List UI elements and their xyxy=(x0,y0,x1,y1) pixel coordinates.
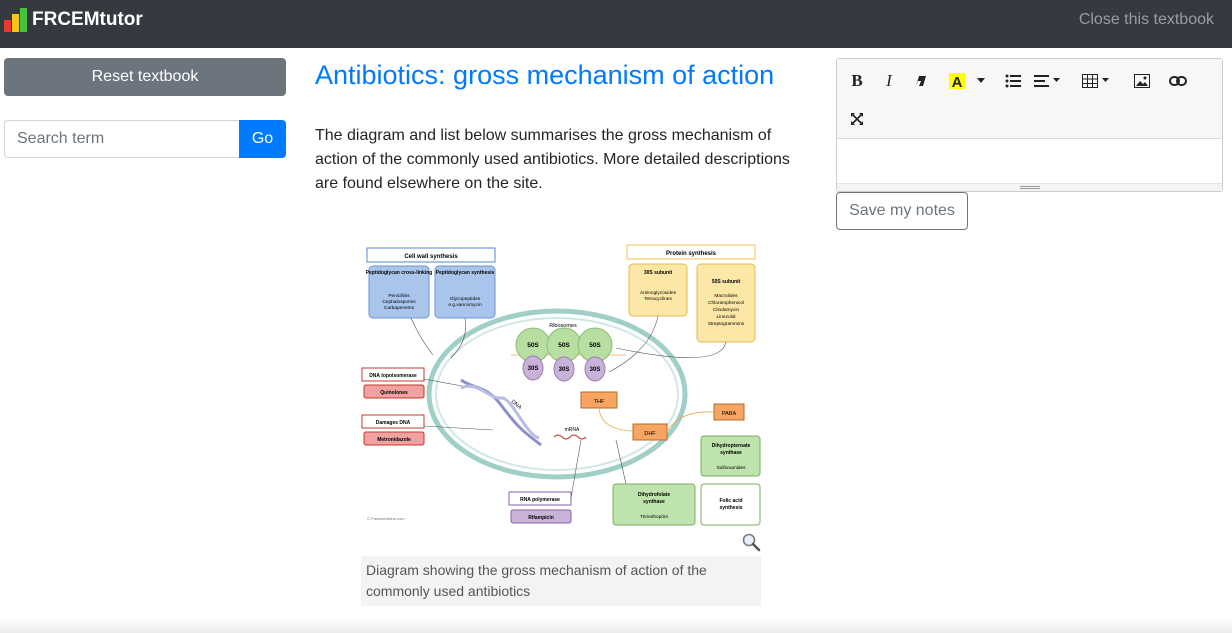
svg-text:Glycopeptides: Glycopeptides xyxy=(450,296,481,302)
svg-text:THF: THF xyxy=(594,399,605,405)
image-icon[interactable] xyxy=(1131,69,1153,93)
antibiotic-mechanism-diagram[interactable]: Cell wall synthesis Peptidoglycan cross-… xyxy=(361,240,761,530)
svg-text:30S: 30S xyxy=(559,367,570,373)
svg-text:Chloramphenicol: Chloramphenicol xyxy=(708,300,744,306)
svg-text:50S: 50S xyxy=(589,342,601,349)
eraser-icon[interactable] xyxy=(911,69,931,93)
svg-text:Macrolides: Macrolides xyxy=(714,293,738,299)
svg-text:mRNA: mRNA xyxy=(565,427,580,433)
search-group: Go xyxy=(4,120,286,158)
reset-textbook-button[interactable]: Reset textbook xyxy=(4,58,286,96)
svg-text:30S subunit: 30S subunit xyxy=(644,270,673,276)
paragraph-align-icon[interactable] xyxy=(1033,69,1063,93)
svg-text:e.g.vancomycin: e.g.vancomycin xyxy=(448,302,482,308)
svg-text:© Passmedicine.com: © Passmedicine.com xyxy=(367,516,405,521)
svg-text:DNA topoisomerase: DNA topoisomerase xyxy=(369,373,417,379)
highlight-color-icon[interactable]: A xyxy=(945,69,969,93)
svg-text:30S: 30S xyxy=(528,366,539,372)
link-icon[interactable] xyxy=(1167,69,1189,93)
brand-name: FRCEMtutor xyxy=(32,9,143,30)
figure-caption: Diagram showing the gross mechanism of a… xyxy=(361,556,761,606)
brand[interactable]: FRCEMtutor xyxy=(4,6,143,34)
zoom-magnifier-icon[interactable] xyxy=(741,532,761,552)
cell-wall-header: Cell wall synthesis xyxy=(404,254,458,260)
svg-text:Metronidazole: Metronidazole xyxy=(377,437,411,443)
svg-text:50S: 50S xyxy=(558,342,570,349)
bottom-shadow xyxy=(0,618,1232,633)
color-dropdown-caret-icon[interactable] xyxy=(975,69,987,93)
svg-text:Protein synthesis: Protein synthesis xyxy=(666,251,717,257)
svg-text:RNA polymerase: RNA polymerase xyxy=(520,497,560,503)
svg-text:Sulfonamides: Sulfonamides xyxy=(716,465,746,471)
save-notes-button[interactable]: Save my notes xyxy=(836,192,968,230)
svg-text:Penicillins: Penicillins xyxy=(388,293,410,299)
close-textbook-link[interactable]: Close this textbook xyxy=(1078,11,1214,28)
brand-logo-icon xyxy=(4,8,28,32)
svg-text:Streptogrammins: Streptogrammins xyxy=(708,321,745,327)
svg-text:Quinolones: Quinolones xyxy=(380,390,408,396)
unordered-list-icon[interactable] xyxy=(1001,69,1025,93)
svg-text:Rifampicin: Rifampicin xyxy=(528,515,554,521)
svg-text:Tetracyclines: Tetracyclines xyxy=(644,296,672,302)
svg-text:synthase: synthase xyxy=(643,499,665,505)
italic-button[interactable]: I xyxy=(886,71,892,90)
svg-text:synthesis: synthesis xyxy=(719,505,742,511)
table-icon[interactable] xyxy=(1081,69,1113,93)
svg-text:Trimethoprim: Trimethoprim xyxy=(640,514,668,520)
svg-text:DHF: DHF xyxy=(644,431,656,437)
svg-text:50S: 50S xyxy=(527,342,539,349)
svg-text:Damages DNA: Damages DNA xyxy=(376,420,411,426)
page-title: Antibiotics: gross mechanism of action xyxy=(315,60,775,90)
svg-text:Linezolid: Linezolid xyxy=(717,314,736,320)
svg-text:Folic acid: Folic acid xyxy=(719,498,742,504)
svg-text:Aminoglycosides: Aminoglycosides xyxy=(640,290,677,296)
svg-text:Peptidoglycan cross-linking: Peptidoglycan cross-linking xyxy=(366,270,433,276)
notes-editor: B I A xyxy=(836,58,1223,192)
search-input[interactable] xyxy=(4,120,239,158)
editor-resize-handle[interactable] xyxy=(837,183,1222,191)
svg-text:50S subunit: 50S subunit xyxy=(712,279,741,285)
svg-text:Dihydrofolate: Dihydrofolate xyxy=(638,492,670,498)
svg-text:Carbapenems: Carbapenems xyxy=(384,305,415,311)
svg-text:Peptidoglycan synthesis: Peptidoglycan synthesis xyxy=(436,270,495,276)
svg-text:Clindamycin: Clindamycin xyxy=(713,307,739,313)
fullscreen-icon[interactable] xyxy=(847,107,867,131)
bold-button[interactable]: B xyxy=(851,71,863,90)
svg-text:Ribosomes: Ribosomes xyxy=(549,323,577,329)
svg-text:Dihydropteroate: Dihydropteroate xyxy=(712,443,751,449)
notes-text-area[interactable] xyxy=(837,139,1222,183)
figure: Cell wall synthesis Peptidoglycan cross-… xyxy=(361,240,761,606)
intro-paragraph: The diagram and list below summarises th… xyxy=(315,127,790,192)
svg-text:Cephalosporins: Cephalosporins xyxy=(382,299,416,305)
svg-text:PABA: PABA xyxy=(722,411,737,417)
svg-text:30S: 30S xyxy=(590,367,601,373)
top-navbar: FRCEMtutor Close this textbook xyxy=(0,0,1232,48)
editor-toolbar: B I A xyxy=(837,59,1222,139)
bacterial-cell-outline xyxy=(426,308,688,480)
svg-text:A: A xyxy=(952,74,963,90)
svg-text:synthase: synthase xyxy=(720,450,742,456)
go-button[interactable]: Go xyxy=(239,120,286,158)
